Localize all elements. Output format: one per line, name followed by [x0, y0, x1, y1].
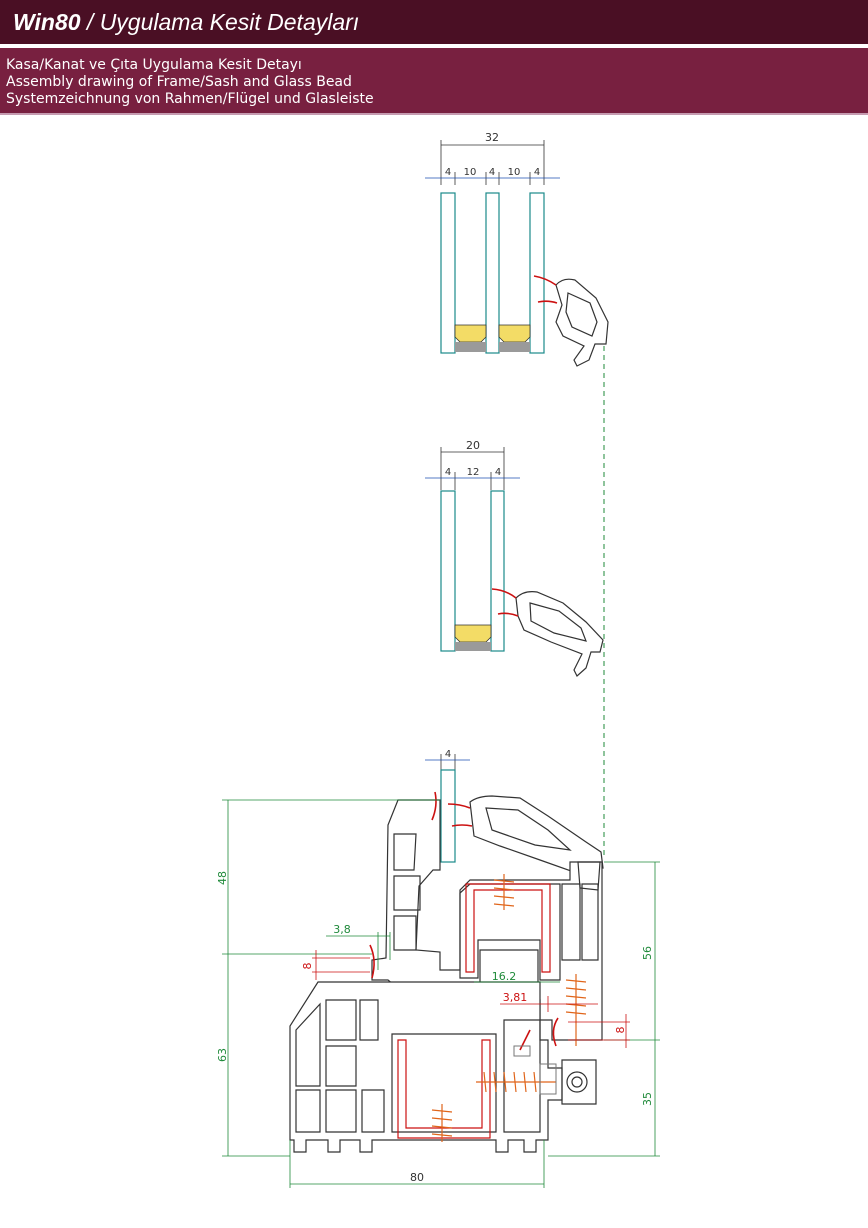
dim-triple-pane-c: 4	[534, 167, 540, 178]
dimension-lines	[222, 799, 660, 1188]
hardware-hinge	[513, 1045, 557, 1095]
dim-rebate-3-8: 3,8	[333, 923, 351, 936]
dim-double-pane-b: 4	[495, 467, 501, 478]
spacer-triple	[454, 324, 531, 352]
dim-frame-upper-48: 48	[216, 871, 229, 885]
dim-sash-lower-35: 35	[641, 1092, 654, 1106]
double-glazing-section: 20 4 12 4	[425, 439, 604, 677]
spacer-double	[454, 624, 492, 651]
dim-double-overall: 20	[466, 439, 480, 452]
dim-total-width-80: 80	[410, 1171, 424, 1184]
title-bar: Win80 / Uygulama Kesit Detayları	[0, 0, 868, 46]
title-rest: / Uygulama Kesit Detayları	[80, 9, 360, 35]
dim-sash-upper-56: 56	[641, 946, 654, 960]
subtitle-bar: Kasa/Kanat ve Çıta Uygulama Kesit Detayı…	[0, 48, 868, 115]
section-drawing: 32 4 10 4 10 4	[216, 131, 660, 1188]
brand-name: Win80	[13, 9, 81, 35]
dim-triple-gap-b: 10	[508, 167, 521, 178]
dim-triple-pane-a: 4	[445, 167, 451, 178]
dim-triple-pane-b: 4	[489, 167, 495, 178]
subtitle-turkish: Kasa/Kanat ve Çıta Uygulama Kesit Detayı	[6, 57, 302, 73]
dim-frame-lower-63: 63	[216, 1048, 229, 1062]
dim-rebate-3-81: 3,81	[503, 991, 528, 1004]
subtitle-german: Systemzeichnung von Rahmen/Flügel und Gl…	[6, 91, 374, 107]
frame-sash-section: 4	[289, 749, 604, 1153]
dim-reinforcement-16-2: 16.2	[492, 970, 517, 983]
triple-glazing-section: 32 4 10 4 10 4	[425, 131, 609, 367]
dim-gap-8-right: 8	[614, 1027, 627, 1034]
dim-gap-8-left: 8	[301, 963, 314, 970]
dim-double-pane-a: 4	[445, 467, 451, 478]
dim-triple-overall: 32	[485, 131, 499, 144]
screws	[431, 874, 587, 1142]
page-title: Win80 / Uygulama Kesit Detayları	[13, 9, 359, 36]
glass-bead-triple	[555, 278, 609, 367]
dim-double-gap: 12	[467, 467, 480, 478]
subtitle-english: Assembly drawing of Frame/Sash and Glass…	[6, 74, 352, 90]
dim-single-pane: 4	[445, 749, 451, 760]
dim-triple-gap-a: 10	[464, 167, 477, 178]
glass-bead-double	[515, 591, 604, 677]
